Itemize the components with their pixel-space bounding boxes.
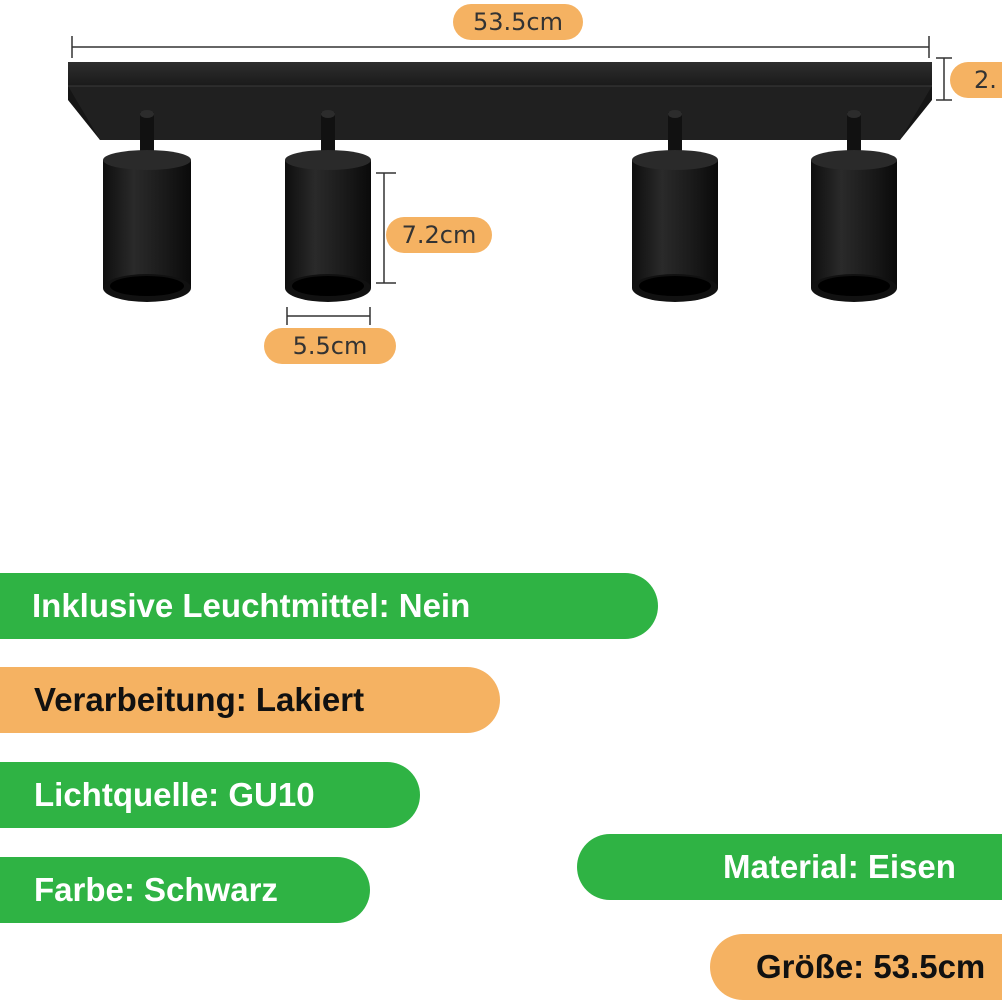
shade-width-dimension-line: [286, 307, 371, 325]
spec-color: Farbe: Schwarz: [0, 857, 370, 923]
spec-bulbs-included: Inklusive Leuchtmittel: Nein: [0, 573, 658, 639]
spotlight-2: [285, 110, 371, 302]
length-dimension-line: [71, 36, 930, 58]
mounting-bar: [68, 62, 932, 140]
shade-height-label: 7.2cm: [386, 217, 492, 253]
spec-material: Material: Eisen: [577, 834, 1002, 900]
spotlight-3: [632, 110, 718, 302]
shade-height-dimension-line: [376, 172, 396, 284]
length-label: 53.5cm: [453, 4, 583, 40]
bar-height-dimension-line: [936, 57, 952, 101]
spec-size: Größe: 53.5cm: [710, 934, 1002, 1000]
spec-light-source: Lichtquelle: GU10: [0, 762, 420, 828]
shade-width-label: 5.5cm: [264, 328, 396, 364]
bar-height-label: 2.: [950, 62, 1002, 98]
ceiling-spotlight-illustration: [68, 36, 952, 325]
spotlight-4: [811, 110, 897, 302]
spec-finish: Verarbeitung: Lakiert: [0, 667, 500, 733]
spotlight-1: [103, 110, 191, 302]
